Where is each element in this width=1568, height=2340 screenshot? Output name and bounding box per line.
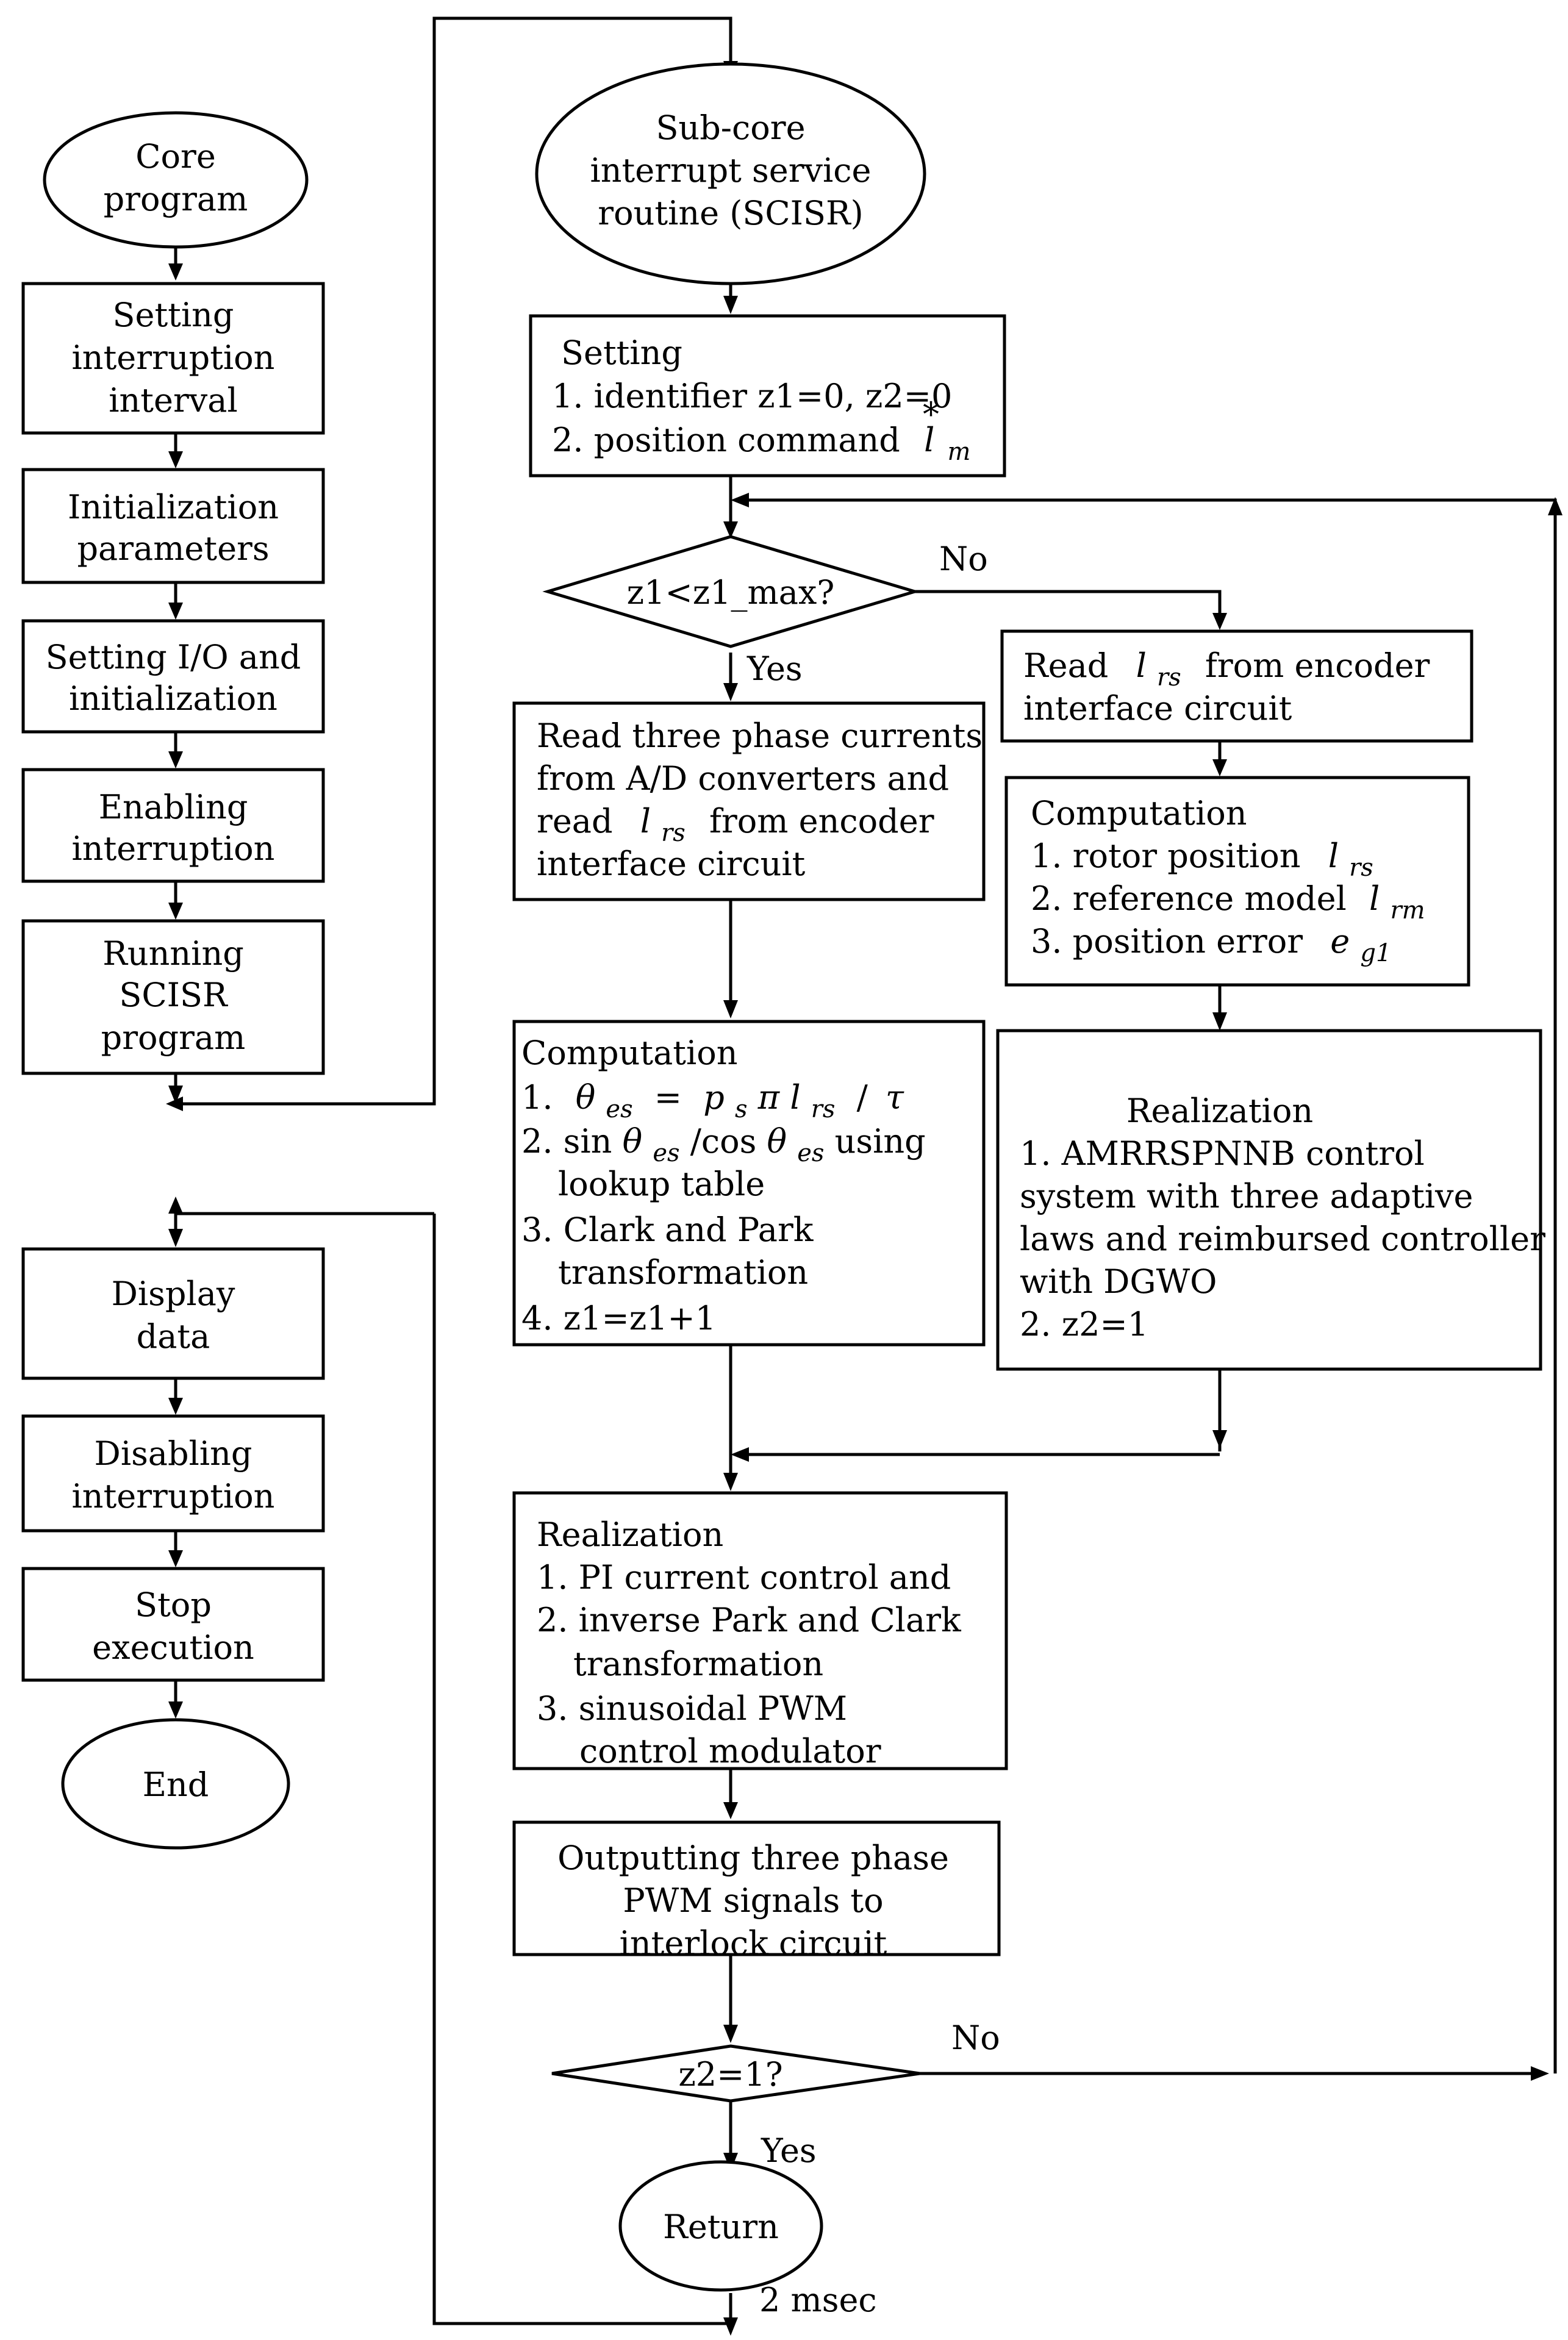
realization-right-line1: 1. AMRRSPNNB control	[1020, 1134, 1425, 1173]
output-line1: Outputting three phase	[557, 1839, 949, 1877]
decision1-label: z1<z1_max?	[627, 573, 835, 612]
core-step-label: Initialization	[68, 488, 279, 526]
read-currents-line2: from A/D converters and	[537, 759, 949, 798]
arrowheads	[166, 61, 1563, 2336]
computation-left-line1: 1. θ es = p s π l rs / τ	[521, 1078, 904, 1125]
realization-main-title: Realization	[537, 1515, 723, 1554]
core-step-label: parameters	[77, 529, 269, 568]
core-step-label: initialization	[69, 679, 277, 718]
decision2-no-label: No	[951, 2019, 1000, 2057]
realization-right-title: Realization	[1126, 1092, 1313, 1130]
core-step-label: interruption	[72, 1477, 275, 1515]
computation-left-line3: 3. Clark and Park	[521, 1211, 814, 1249]
period-label: 2 msec	[759, 2281, 877, 2319]
isr-start-line2: interrupt service	[590, 151, 871, 190]
decision2: z2=1? No Yes	[551, 2019, 1000, 2170]
realization-right-line5: 2. z2=1	[1020, 1305, 1148, 1344]
core-step-label: interruption	[72, 338, 275, 377]
output-line3: interlock circuit	[620, 1924, 887, 1963]
core-step-label: Enabling	[99, 788, 248, 826]
return-node: Return	[618, 2160, 823, 2292]
read-encoder-line1: Read l rs from encoder	[1023, 646, 1430, 693]
setting-line1: 1. identifier z1=0, z2=0	[552, 377, 952, 415]
computation-left-title: Computation	[521, 1034, 738, 1072]
core-start-line1: Core	[135, 137, 216, 176]
isr-start-node: Sub-core interrupt service routine (SCIS…	[535, 62, 926, 285]
realization-right-box: Realization 1. AMRRSPNNB control system …	[996, 1029, 1545, 1371]
setting-line2: 2. position command l m	[552, 421, 970, 466]
core-step-label: data	[137, 1317, 210, 1356]
setting-title: Setting	[561, 334, 682, 372]
output-line2: PWM signals to	[623, 1881, 883, 1920]
decision2-label: z2=1?	[678, 2055, 782, 2094]
computation-left-line4: 4. z1=z1+1	[521, 1299, 716, 1337]
isr-setting-box: Setting 1. identifier z1=0, z2=0 2. posi…	[529, 314, 1006, 478]
core-end-node: End	[61, 1718, 290, 1850]
read-encoder-line2: interface circuit	[1023, 689, 1292, 728]
core-end-step-stop: Stop execution	[21, 1567, 325, 1682]
core-step-label: SCISR	[119, 976, 228, 1014]
realization-main-line1: 1. PI current control and	[537, 1558, 951, 1597]
core-start-line2: program	[104, 180, 248, 218]
core-step-setting-interval: Setting interruption interval	[21, 282, 325, 435]
computation-left-line3b: transformation	[558, 1253, 808, 1292]
realization-right-line3: laws and reimbursed controller	[1020, 1220, 1545, 1258]
realization-main-line2: 2. inverse Park and Clark	[537, 1601, 962, 1639]
computation-right-item3: 3. position error e g1	[1031, 922, 1391, 967]
read-currents-line3: read l rs from encoder	[537, 802, 934, 849]
realization-main-line2b: transformation	[573, 1645, 823, 1683]
decision2-yes-label: Yes	[761, 2131, 817, 2170]
output-box: Outputting three phase PWM signals to in…	[512, 1820, 1001, 1963]
read-currents-box: Read three phase currents from A/D conve…	[512, 701, 986, 901]
core-step-label: execution	[92, 1628, 254, 1667]
core-end-step-display: Display data	[21, 1247, 325, 1380]
isr-start-line3: routine (SCISR)	[598, 194, 863, 232]
core-step-running: Running SCISR program	[21, 919, 325, 1075]
computation-right-box: Computation 1. rotor position l rs 2. re…	[1004, 776, 1470, 987]
core-step-initialization: Initialization parameters	[21, 468, 325, 584]
computation-right-item2: 2. reference model l rm	[1031, 879, 1425, 925]
core-step-label: Running	[102, 934, 244, 973]
core-step-label: Display	[112, 1275, 235, 1313]
setting-superscript: *	[923, 395, 939, 434]
realization-main-box: Realization 1. PI current control and 2.…	[512, 1491, 1008, 1770]
core-end-step-disabling: Disabling interruption	[21, 1414, 325, 1533]
realization-right-line4: with DGWO	[1020, 1262, 1217, 1301]
computation-right-item1: 1. rotor position l rs	[1031, 837, 1373, 882]
decision1-no-label: No	[939, 540, 988, 578]
core-end-label: End	[143, 1766, 209, 1804]
core-step-label: Stop	[135, 1586, 212, 1624]
core-step-label: Disabling	[95, 1434, 252, 1473]
core-step-label: interval	[109, 381, 238, 420]
core-step-label: program	[101, 1018, 246, 1057]
decision1-yes-label: Yes	[746, 649, 803, 688]
core-step-label: Setting	[113, 296, 234, 334]
core-step-setting-io: Setting I/O and initialization	[21, 619, 325, 734]
read-currents-line1: Read three phase currents	[537, 717, 983, 755]
computation-right-title: Computation	[1031, 794, 1247, 832]
decision1: z1<z1_max? No Yes	[542, 535, 988, 688]
core-step-label: interruption	[72, 829, 275, 868]
realization-right-line2: system with three adaptive	[1020, 1177, 1473, 1215]
realization-main-line3b: control modulator	[579, 1732, 881, 1770]
core-start-node: Core program	[43, 111, 309, 249]
read-currents-line4: interface circuit	[537, 845, 806, 883]
core-step-enabling: Enabling interruption	[21, 768, 325, 883]
read-encoder-box: Read l rs from encoder interface circuit	[1000, 629, 1473, 743]
computation-left-line2: 2. sin θ es /cos θ es using	[521, 1122, 926, 1169]
core-step-label: Setting I/O and	[46, 638, 301, 676]
computation-left-box: Computation 1. θ es = p s π l rs / τ 2. …	[512, 1020, 986, 1347]
realization-main-line3: 3. sinusoidal PWM	[537, 1689, 847, 1728]
computation-left-line2b: lookup table	[558, 1165, 765, 1203]
isr-start-line1: Sub-core	[656, 109, 805, 147]
return-label: Return	[663, 2208, 779, 2246]
